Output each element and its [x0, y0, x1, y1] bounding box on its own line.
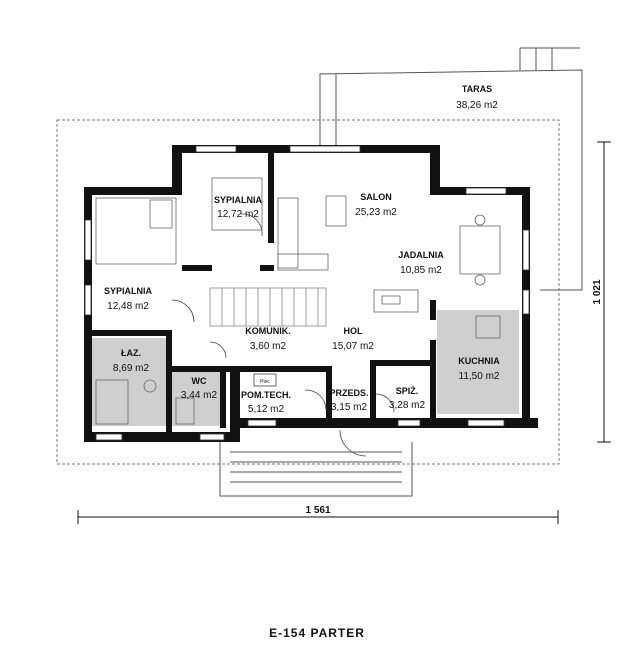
room-name-spiz: SPIŻ.	[396, 386, 419, 396]
room-name-pom-tech: POM.TECH.	[241, 390, 291, 400]
room-area-sypialnia-1: 12,72 m2	[217, 209, 259, 220]
room-area-kuchnia: 11,50 m2	[459, 371, 500, 382]
room-name-jadalnia: JADALNIA	[398, 250, 444, 260]
room-area-taras: 38,26 m2	[456, 100, 498, 111]
depth-dimension: 1 021	[592, 141, 611, 443]
room-area-wc: 3,44 m2	[181, 390, 218, 401]
room-name-salon: SALON	[360, 192, 392, 202]
roof-overhang	[56, 119, 560, 465]
boiler: Piec	[253, 373, 277, 387]
room-area-jadalnia: 10,85 m2	[400, 265, 442, 276]
room-area-komunik: 3,60 m2	[250, 341, 287, 352]
interior-walls	[92, 153, 436, 432]
entrance-porch	[219, 442, 413, 497]
depth-dimension-label: 1 021	[592, 279, 603, 304]
room-name-komunik: KOMUNIK.	[245, 326, 291, 336]
room-area-salon: 25,23 m2	[355, 207, 397, 218]
room-area-hol: 15,07 m2	[332, 341, 374, 352]
room-name-kuchnia: KUCHNIA	[458, 356, 500, 366]
room-name-laz: ŁAZ.	[121, 348, 141, 358]
room-name-sypialnia-2: SYPIALNIA	[104, 286, 153, 296]
room-name-taras: TARAS	[462, 84, 492, 94]
room-area-przeds: 3,15 m2	[331, 402, 368, 413]
furniture	[95, 177, 501, 425]
width-dimension-label: 1 561	[305, 505, 330, 516]
room-name-hol: HOL	[344, 326, 364, 336]
room-area-spiz: 3,28 m2	[389, 400, 426, 411]
windows	[84, 145, 530, 441]
plan-title: E-154 PARTER	[269, 626, 365, 640]
doors	[171, 213, 395, 457]
tiled-floors	[92, 310, 519, 426]
room-area-sypialnia-2: 12,48 m2	[107, 301, 149, 312]
room-name-wc: WC	[192, 376, 207, 386]
boiler-label: Piec	[260, 379, 270, 385]
room-name-sypialnia-1: SYPIALNIA	[214, 195, 263, 205]
terrace	[319, 47, 583, 291]
room-name-przeds: PRZEDS.	[329, 388, 368, 398]
room-area-laz: 8,69 m2	[113, 363, 150, 374]
room-area-pom-tech: 5,12 m2	[248, 404, 285, 415]
staircase	[209, 287, 327, 327]
width-dimension: 1 561	[77, 505, 559, 524]
room-labels: TARAS 38,26 m2 SALON 25,23 m2 SYPIALNIA …	[104, 84, 500, 415]
